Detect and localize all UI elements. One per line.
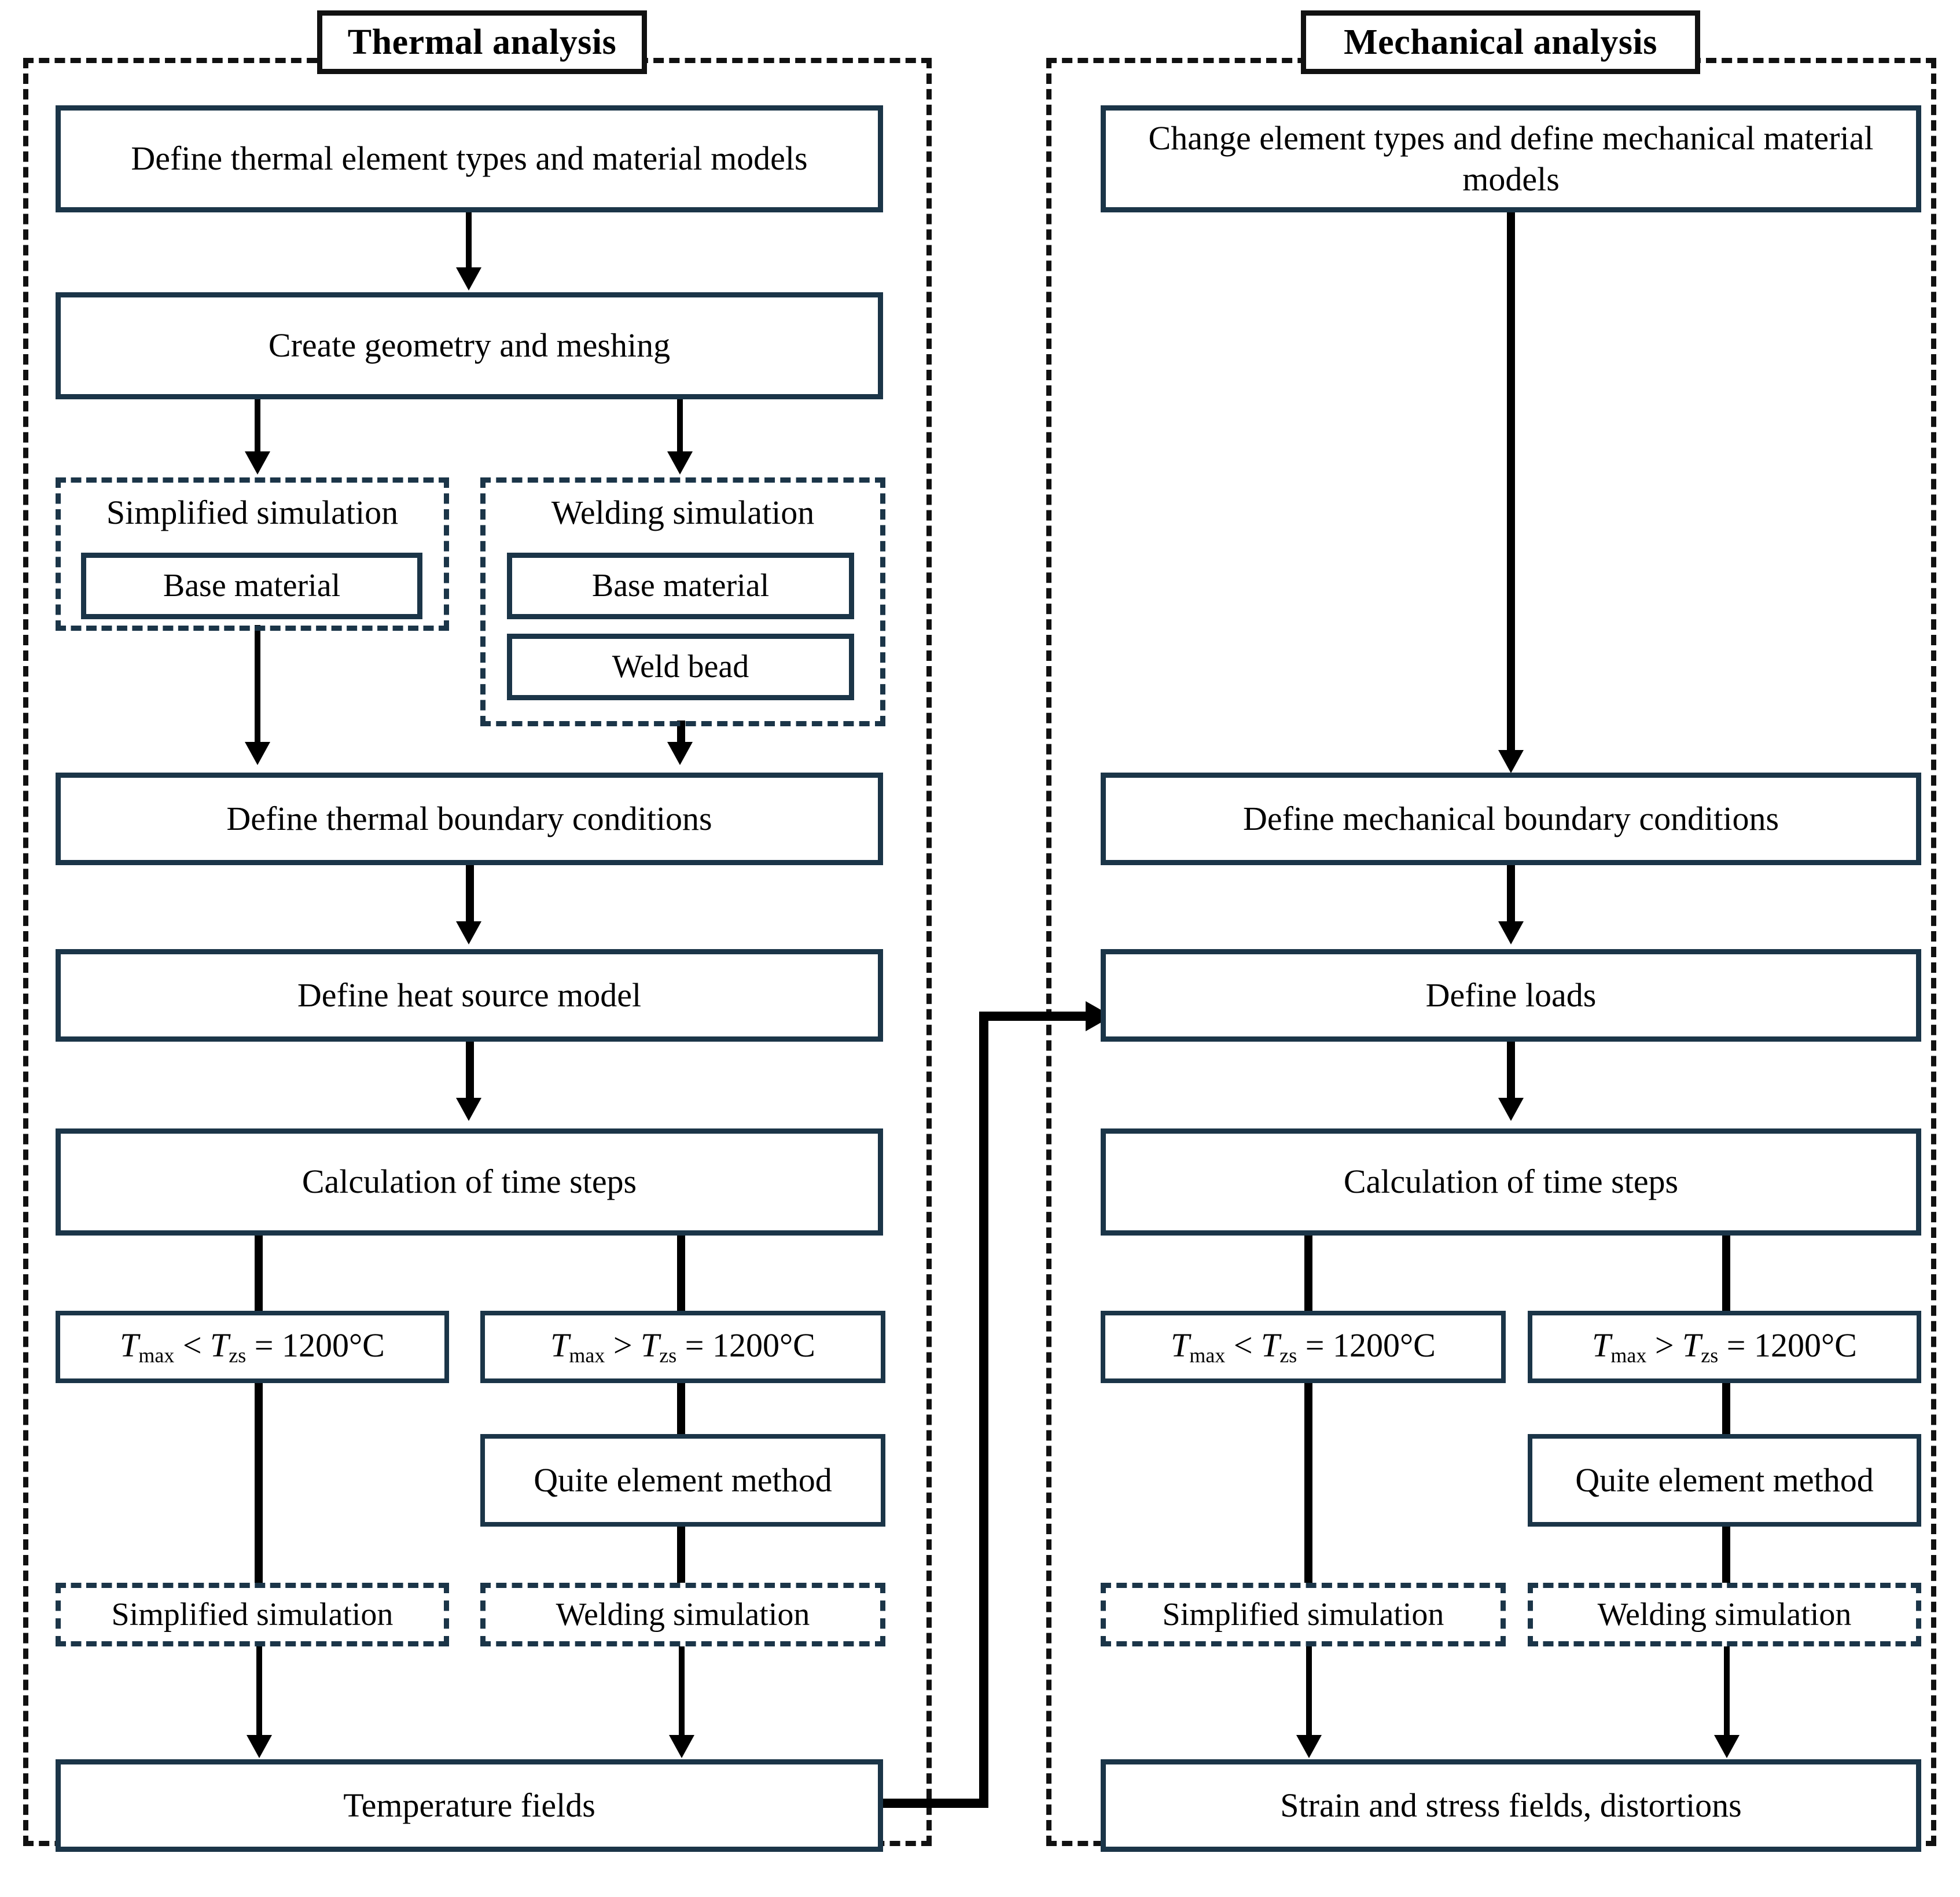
connector-thermal-8b [677, 1527, 685, 1583]
arrow-thermal-3a [245, 742, 270, 765]
node-define-loads: Define loads [1101, 949, 1921, 1042]
connector-cross-vertical [979, 1012, 988, 1808]
formula-tmax-low-thermal: Tmax < Tzs = 1200°C [120, 1326, 385, 1367]
connector-thermal-9b [679, 1646, 685, 1739]
connector-cross-horizontal-top [979, 1012, 1095, 1021]
arrow-mech-7a [1296, 1735, 1322, 1758]
node-condition-low-thermal: Tmax < Tzs = 1200°C [56, 1311, 449, 1383]
connector-thermal-3b [677, 720, 685, 747]
arrow-thermal-1 [456, 267, 481, 291]
connector-mech-4b [1722, 1236, 1730, 1311]
connector-mech-1 [1507, 212, 1515, 753]
node-quite-element-method-thermal: Quite element method [480, 1434, 885, 1527]
formula-tmax-low-mechanical: Tmax < Tzs = 1200°C [1171, 1326, 1436, 1367]
node-weld-bead-thermal: Weld bead [507, 634, 854, 700]
arrow-mech-7b [1714, 1735, 1740, 1758]
node-change-element-types: Change element types and define mechanic… [1101, 105, 1921, 212]
connector-thermal-5 [466, 1042, 474, 1102]
arrow-mech-2 [1498, 921, 1524, 944]
arrow-thermal-9b [669, 1735, 694, 1758]
connector-mech-2 [1507, 865, 1515, 926]
label-simplified-simulation-thermal: Simplified simulation [106, 493, 399, 531]
arrow-thermal-4 [456, 921, 481, 944]
node-define-heat-source: Define heat source model [56, 949, 883, 1042]
label-welding-simulation-thermal: Welding simulation [551, 493, 815, 531]
connector-cross-horizontal-bottom [880, 1799, 988, 1808]
connector-thermal-2b [677, 399, 683, 457]
node-create-geometry: Create geometry and meshing [56, 292, 883, 399]
tag-welding-simulation-mechanical: Welding simulation [1528, 1583, 1921, 1646]
connector-thermal-1 [466, 212, 472, 273]
formula-tmax-high-mechanical: Tmax > Tzs = 1200°C [1592, 1326, 1857, 1367]
arrow-mech-1 [1498, 750, 1524, 773]
node-define-mechanical-boundary: Define mechanical boundary conditions [1101, 773, 1921, 865]
connector-mech-5a [1304, 1383, 1312, 1583]
connector-mech-4a [1304, 1236, 1312, 1311]
connector-mech-5b [1722, 1383, 1730, 1435]
tag-simplified-simulation-thermal: Simplified simulation [56, 1583, 449, 1646]
mechanical-analysis-title: Mechanical analysis [1301, 10, 1700, 74]
arrow-mech-3 [1498, 1098, 1524, 1121]
connector-thermal-7b [677, 1383, 685, 1435]
node-strain-stress-fields: Strain and stress fields, distortions [1101, 1759, 1921, 1852]
tag-welding-simulation-thermal: Welding simulation [480, 1583, 885, 1646]
connector-mech-7b [1724, 1646, 1730, 1739]
connector-thermal-7a [255, 1383, 263, 1583]
connector-thermal-4 [466, 865, 474, 926]
node-calculation-time-steps-thermal: Calculation of time steps [56, 1128, 883, 1236]
arrow-thermal-9a [247, 1735, 272, 1758]
connector-mech-3 [1507, 1042, 1515, 1102]
arrow-thermal-3b [667, 742, 693, 765]
formula-tmax-high-thermal: Tmax > Tzs = 1200°C [550, 1326, 815, 1367]
node-base-material-simplified-thermal: Base material [81, 553, 422, 619]
node-condition-high-thermal: Tmax > Tzs = 1200°C [480, 1311, 885, 1383]
node-condition-low-mechanical: Tmax < Tzs = 1200°C [1101, 1311, 1506, 1383]
connector-mech-7a [1306, 1646, 1312, 1739]
connector-mech-6b [1722, 1527, 1730, 1583]
tag-simplified-simulation-mechanical: Simplified simulation [1101, 1583, 1506, 1646]
node-define-thermal-boundary: Define thermal boundary conditions [56, 773, 883, 865]
connector-thermal-6b [677, 1236, 685, 1311]
connector-thermal-6a [255, 1236, 263, 1311]
arrow-thermal-2a [245, 451, 270, 475]
arrow-thermal-2b [667, 451, 693, 475]
group-simplified-simulation-thermal [56, 477, 449, 631]
node-define-thermal-elements: Define thermal element types and materia… [56, 105, 883, 212]
node-quite-element-method-mechanical: Quite element method [1528, 1434, 1921, 1527]
node-temperature-fields: Temperature fields [56, 1759, 883, 1852]
connector-thermal-3a [255, 625, 260, 747]
connector-thermal-9a [256, 1646, 262, 1739]
group-welding-simulation-thermal [480, 477, 885, 726]
arrow-thermal-5 [456, 1098, 481, 1121]
node-base-material-welding-thermal: Base material [507, 553, 854, 619]
node-calculation-time-steps-mechanical: Calculation of time steps [1101, 1128, 1921, 1236]
thermal-analysis-title: Thermal analysis [317, 10, 647, 74]
connector-thermal-2a [255, 399, 260, 457]
node-condition-high-mechanical: Tmax > Tzs = 1200°C [1528, 1311, 1921, 1383]
